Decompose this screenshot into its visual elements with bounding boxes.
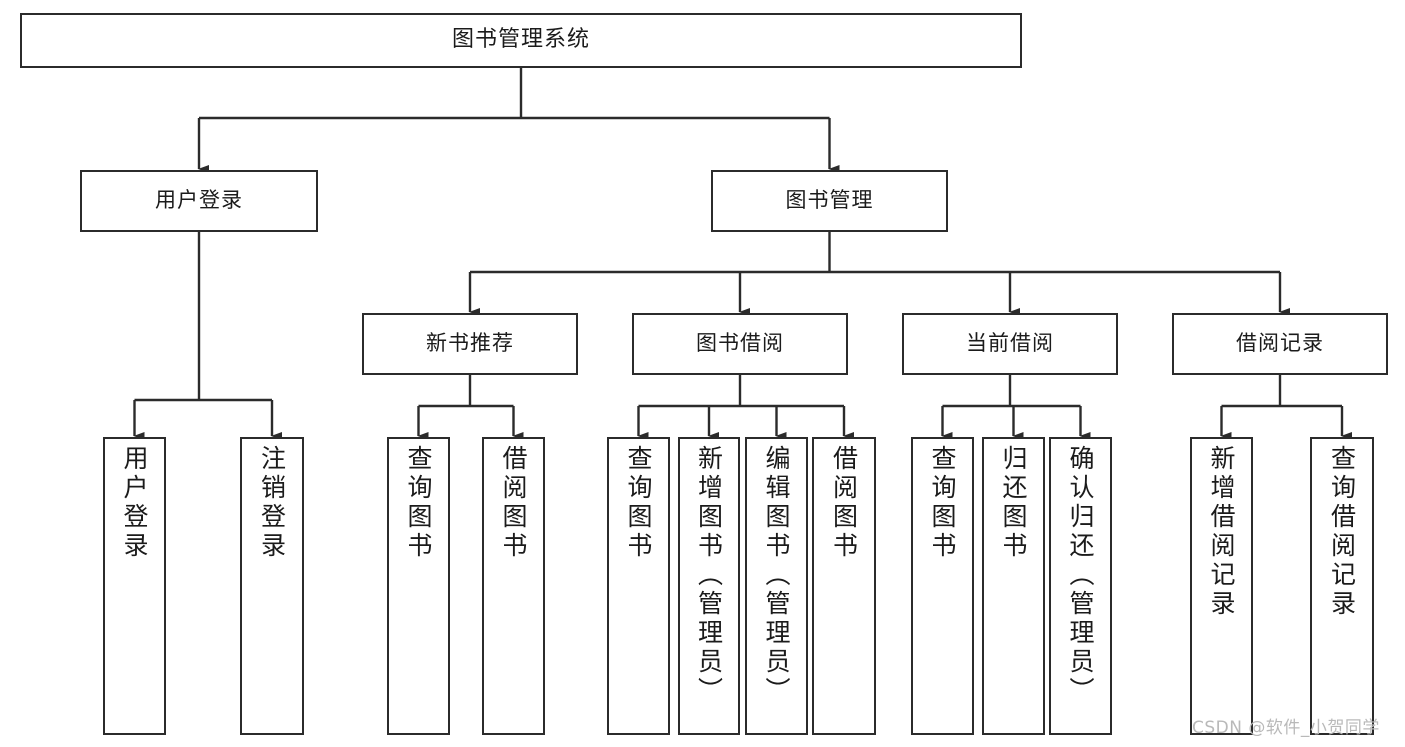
node-label: 归还图书 [999,445,1028,561]
node-label: 新书推荐 [426,331,514,356]
node-label: 用户登录 [155,188,243,213]
node-leaf-logout[interactable]: 注销登录 [240,437,304,735]
node-bookmgmt[interactable]: 图书管理 [711,170,948,232]
node-label: 借阅图书 [499,445,528,561]
node-label: 确认归还（管理员） [1066,445,1095,706]
node-label: 查询图书 [624,445,653,561]
node-label: 图书管理 [785,188,874,213]
node-records[interactable]: 借阅记录 [1172,313,1388,375]
node-label: 新增图书（管理员） [694,445,724,706]
connector-lines [133,68,1352,440]
node-current[interactable]: 当前借阅 [902,313,1118,375]
node-leaf-bo-query[interactable]: 查询图书 [607,437,670,735]
node-label: 查询图书 [928,445,957,561]
node-login[interactable]: 用户登录 [80,170,318,232]
node-borrow[interactable]: 图书借阅 [632,313,848,375]
node-leaf-re-query[interactable]: 查询借阅记录 [1310,437,1374,735]
node-label: 借阅记录 [1236,331,1324,356]
node-label: 图书管理系统 [451,27,590,53]
node-leaf-bo-add[interactable]: 新增图书（管理员） [678,437,740,735]
node-newbook[interactable]: 新书推荐 [362,313,578,375]
node-leaf-cu-confirm[interactable]: 确认归还（管理员） [1049,437,1112,735]
node-root[interactable]: 图书管理系统 [20,13,1022,68]
node-label: 借阅图书 [829,445,859,561]
node-label: 新增借阅记录 [1207,445,1236,619]
node-leaf-re-add[interactable]: 新增借阅记录 [1190,437,1253,735]
node-label: 查询借阅记录 [1327,445,1357,619]
node-leaf-cu-query[interactable]: 查询图书 [911,437,974,735]
node-leaf-nb-borrow[interactable]: 借阅图书 [482,437,545,735]
node-label: 图书借阅 [696,331,784,356]
node-label: 编辑图书（管理员） [762,445,791,706]
watermark: CSDN @软件_小贺同学 [1192,718,1380,738]
node-leaf-nb-query[interactable]: 查询图书 [387,437,450,735]
node-leaf-cu-return[interactable]: 归还图书 [982,437,1045,735]
node-label: 查询图书 [404,445,433,561]
node-leaf-bo-borrow[interactable]: 借阅图书 [812,437,876,735]
node-leaf-bo-edit[interactable]: 编辑图书（管理员） [745,437,808,735]
node-leaf-login[interactable]: 用户登录 [103,437,166,735]
node-label: 当前借阅 [966,331,1054,356]
node-label: 用户登录 [120,445,149,561]
node-label: 注销登录 [257,445,287,561]
